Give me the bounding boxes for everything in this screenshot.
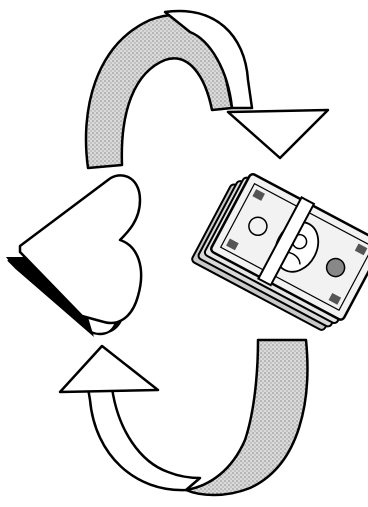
money-stack-icon bbox=[191, 173, 368, 331]
bottom-curved-arrow-icon bbox=[58, 338, 309, 497]
heart-icon bbox=[5, 174, 143, 338]
top-curved-arrow-icon bbox=[84, 9, 330, 170]
